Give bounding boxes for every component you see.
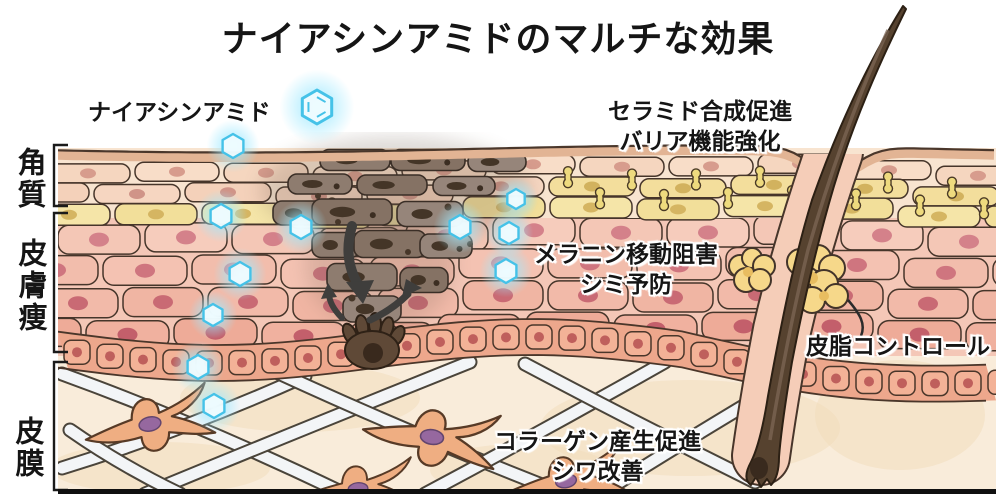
page-title: ナイアシンアミドのマルチな効果 (221, 18, 775, 59)
hexagon-molecule-icon (274, 200, 328, 254)
hexagon-molecule-icon (188, 290, 238, 340)
sebum-pointer-line (847, 299, 865, 337)
hexagon-molecule-icon (484, 208, 534, 258)
annotation-sebum: 皮脂コントロール (806, 333, 990, 359)
hexagon-molecule-icon (494, 177, 538, 221)
layer-label-dermis: 皮膜 (11, 416, 43, 480)
layer-label-stratum-corneum: 角質 (13, 147, 45, 211)
melanin-plume (260, 135, 530, 347)
hexagon-molecule-icon (206, 119, 260, 173)
hexagon-molecule-icon (433, 200, 487, 254)
niacinamide-molecules (171, 69, 538, 433)
transfer-arrows (321, 221, 422, 324)
fibroblast-cell (361, 409, 502, 471)
annotation-melanin: メラニン移動阻害 シミ予防 (513, 239, 739, 299)
niacinamide-molecule-icon (279, 69, 355, 145)
hexagon-molecule-icon (187, 379, 241, 433)
annotation-collagen-line1: コラーゲン産生促進 (494, 428, 701, 454)
melanocyte-cell (341, 312, 406, 370)
niacinamide-label: ナイアシンアミド (88, 99, 271, 125)
annotation-ceramide-line1: セラミド合成促進 (608, 98, 792, 124)
hair-shaft (745, 5, 907, 488)
bottom-border (58, 489, 996, 494)
annotation-ceramide: セラミド合成促進 バリア機能強化 (575, 96, 825, 156)
annotation-collagen: コラーゲン産生促進 シワ改善 (475, 426, 720, 486)
hexagon-molecule-icon (194, 189, 248, 243)
hexagon-molecule-icon (479, 244, 533, 298)
annotation-melanin-line2: シミ予防 (580, 271, 672, 297)
layer-label-epidermis: 皮膚痩 (14, 238, 46, 334)
hair-follicle (728, 5, 907, 488)
hexagon-molecule-icon (213, 247, 267, 301)
annotation-ceramide-line2: バリア機能強化 (619, 128, 781, 154)
fibroblast-cell (84, 381, 217, 452)
annotation-collagen-line2: シワ改善 (551, 458, 644, 484)
annotation-melanin-line1: メラニン移動阻害 (534, 241, 718, 267)
